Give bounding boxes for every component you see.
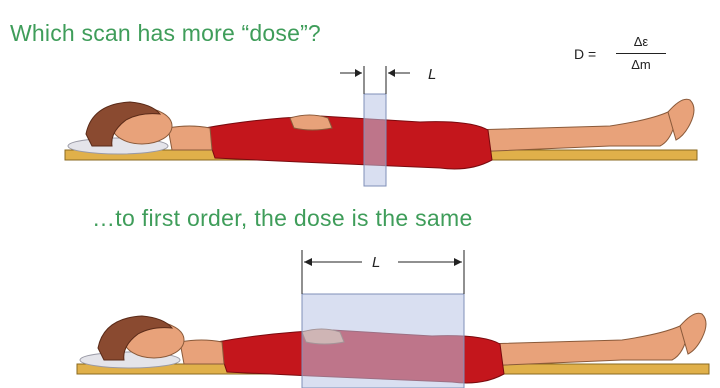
narrow-width-indicator — [340, 66, 410, 94]
narrow-width-label: L — [428, 66, 436, 83]
wide-width-indicator — [302, 250, 464, 294]
wide-width-label: L — [372, 254, 380, 271]
narrow-scan-region — [364, 94, 386, 186]
wide-scan-region — [302, 294, 464, 388]
